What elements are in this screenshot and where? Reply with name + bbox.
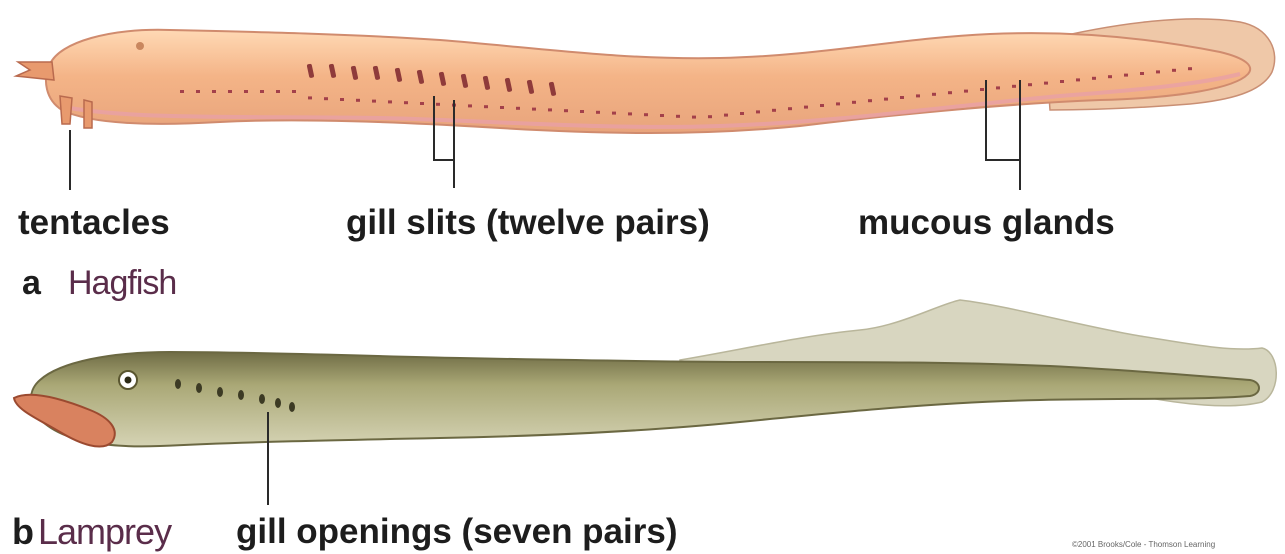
hagfish-eyespot [136, 42, 144, 50]
mucous-gland-dot [932, 93, 936, 96]
mucous-gland-dot [1012, 85, 1016, 88]
mucous-gland-dot [404, 101, 408, 104]
mucous-gland-dot [420, 102, 424, 105]
mucous-gland-dot [1124, 74, 1128, 77]
mucous-gland-dot [740, 112, 744, 115]
mucous-gland-dot [644, 113, 648, 116]
mucous-gland-dot [948, 91, 952, 94]
hagfish-illustration [16, 19, 1275, 190]
mucous-gland-dot [276, 90, 280, 93]
mucous-gland-dot [612, 112, 616, 115]
mucous-gland-dot [564, 109, 568, 112]
mucous-gland-dot [388, 100, 392, 103]
mucous-gland-dot [1044, 82, 1048, 85]
mucous-glands-label: mucous glands [858, 205, 1115, 240]
mucous-gland-dot [804, 106, 808, 109]
tentacles-label: tentacles [18, 205, 170, 240]
mucous-gland-dot [820, 104, 824, 107]
mucous-gland-dot [964, 90, 968, 93]
mucous-gland-dot [1156, 70, 1160, 73]
hagfish-name: Hagfish [68, 266, 176, 300]
mucous-gland-dot [676, 115, 680, 118]
mucous-gland-dot [260, 90, 264, 93]
lamprey-illustration [14, 300, 1276, 505]
mucous-gland-dot [708, 115, 712, 118]
mucous-gland-dot [516, 107, 520, 110]
mucous-gland-dot [756, 110, 760, 113]
mucous-gland-dot [884, 98, 888, 101]
mucous-gland-dot [356, 99, 360, 102]
mucous-gland-dot [1188, 67, 1192, 70]
gill-openings-label: gill openings (seven pairs) [236, 514, 677, 549]
mucous-gland-dot [580, 110, 584, 113]
mucous-gland-dot [196, 90, 200, 93]
mucous-gland-dot [868, 99, 872, 102]
mucous-gland-dot [772, 109, 776, 112]
mucous-gland-dot [1060, 80, 1064, 83]
mucous-gland-dot [532, 108, 536, 111]
mucous-gland-dot [212, 90, 216, 93]
mucous-gland-dot [548, 108, 552, 111]
mucous-gland-dot [180, 90, 184, 93]
mucous-gland-dot [500, 106, 504, 109]
gill-slits-label: gill slits (twelve pairs) [346, 205, 710, 240]
mucous-gland-dot [1108, 75, 1112, 78]
panel-a-letter: a [22, 266, 41, 300]
mucous-gland-dot [724, 114, 728, 117]
mucous-gland-dot [836, 102, 840, 105]
mucous-gland-dot [308, 96, 312, 99]
mucous-gland-dot [660, 114, 664, 117]
mucous-gland-dot [468, 104, 472, 107]
mucous-gland-dot [596, 111, 600, 114]
lamprey-pupil [125, 377, 132, 384]
mucous-gland-dot [484, 105, 488, 108]
panel-b-letter: b [12, 514, 34, 550]
mucous-gland-dot [372, 100, 376, 103]
copyright-credit: ©2001 Brooks/Cole - Thomson Learning [1072, 540, 1215, 549]
mucous-gland-dot [916, 94, 920, 97]
mucous-gland-dot [292, 90, 296, 93]
lamprey-name: Lamprey [38, 514, 171, 550]
mucous-gland-dot [628, 112, 632, 115]
mucous-gland-dot [852, 101, 856, 104]
mucous-gland-dot [1028, 83, 1032, 86]
mucous-gland-dot [692, 116, 696, 119]
mucous-gland-dot [900, 96, 904, 99]
mucous-gland-dot [1076, 78, 1080, 81]
mucous-gland-dot [1140, 72, 1144, 75]
mucous-gland-dot [1172, 69, 1176, 72]
mucous-gland-dot [228, 90, 232, 93]
mucous-gland-dot [436, 103, 440, 106]
mucous-gland-dot [324, 97, 328, 100]
mucous-gland-dot [1092, 77, 1096, 80]
mucous-gland-dot [340, 98, 344, 101]
mucous-gland-dot [980, 88, 984, 91]
mucous-gland-dot [996, 86, 1000, 89]
mucous-gland-dot [244, 90, 248, 93]
mucous-gland-dot [788, 107, 792, 110]
